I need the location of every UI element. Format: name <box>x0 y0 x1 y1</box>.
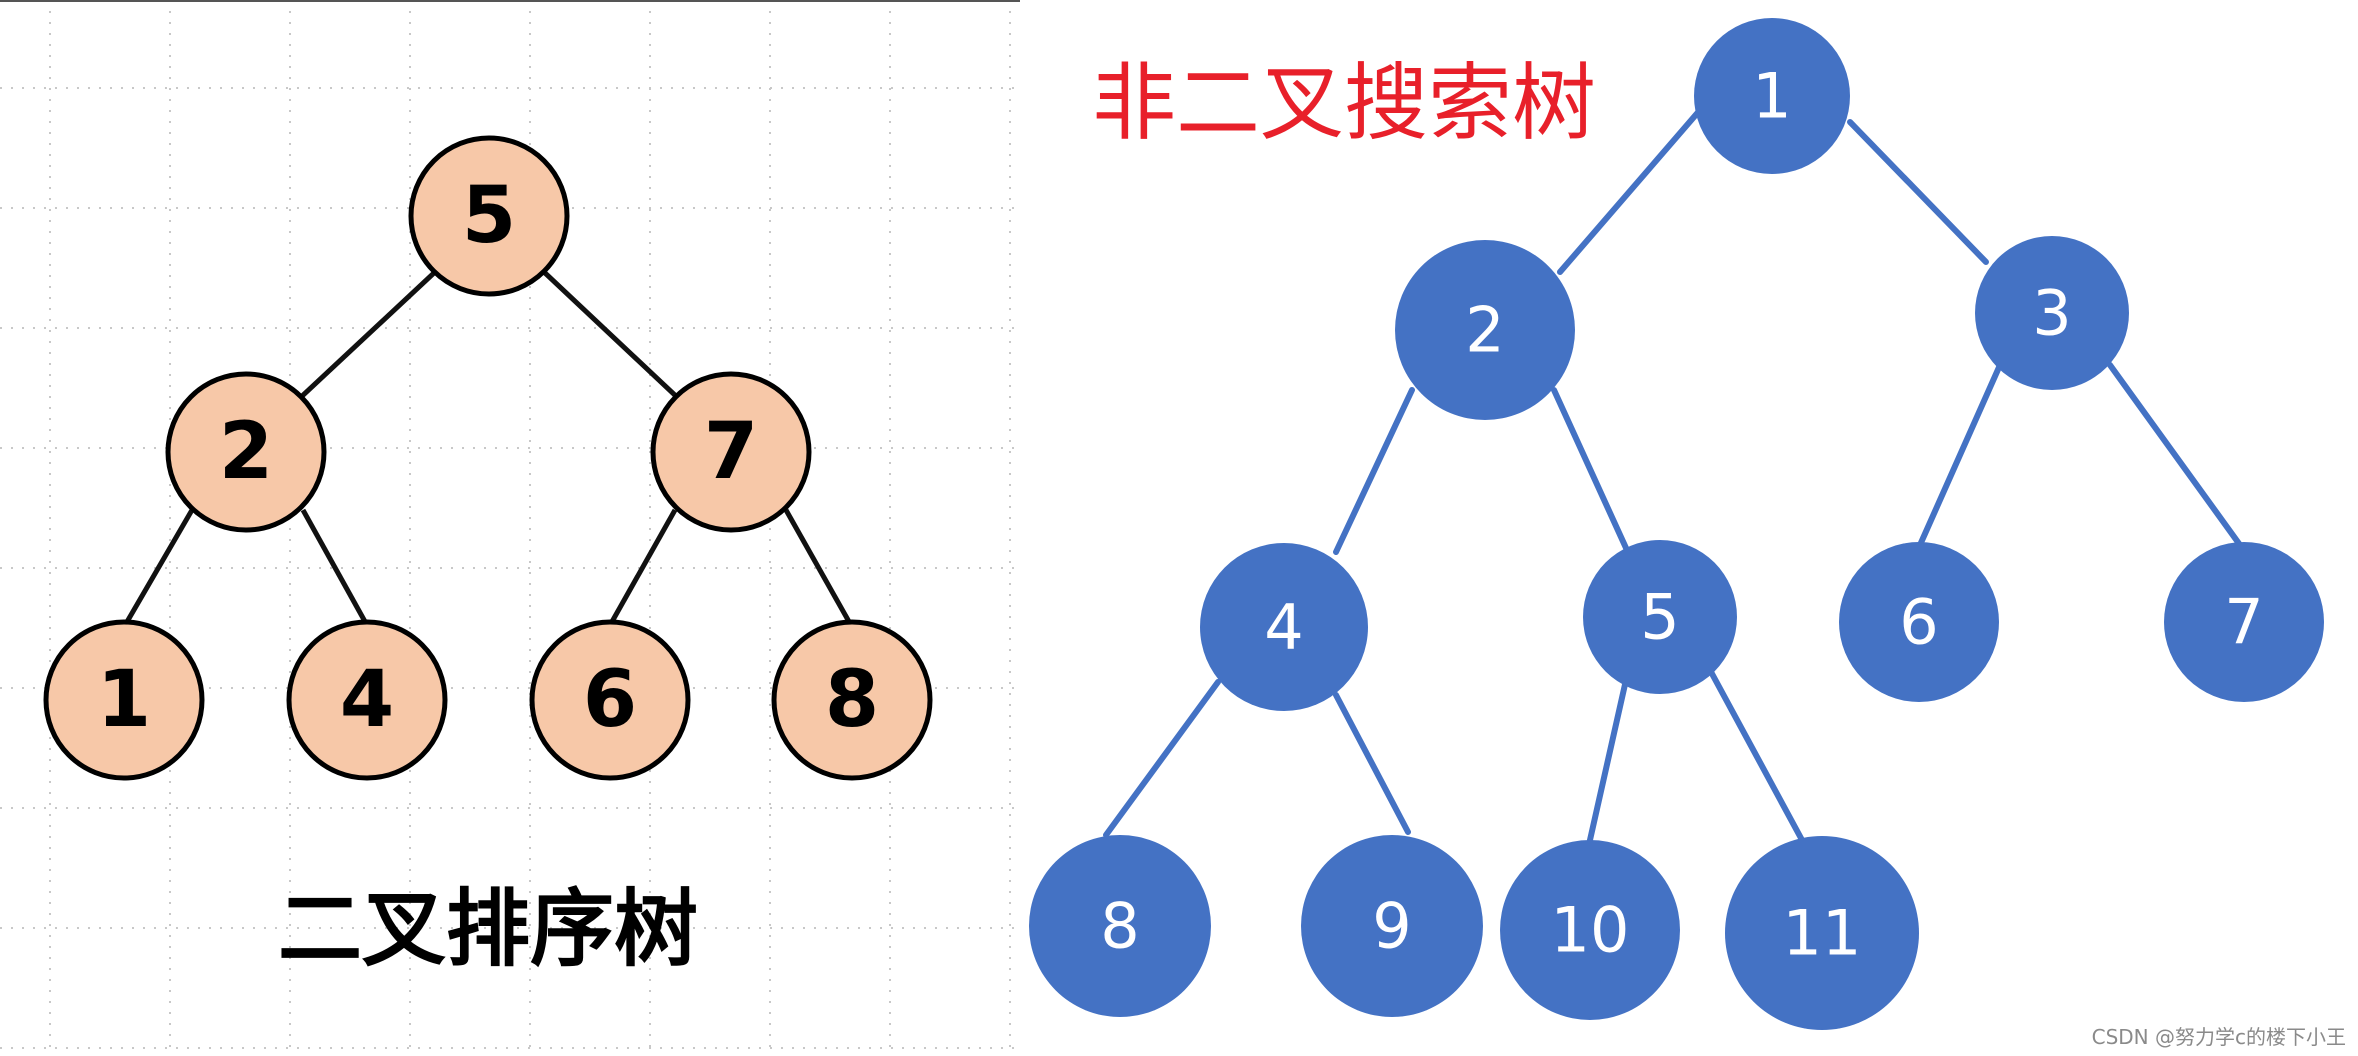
tree-node-11-label: 11 <box>1783 897 1862 970</box>
bst-node-4-label: 4 <box>340 655 394 745</box>
tree-node-3: 3 <box>1975 236 2129 390</box>
tree-node-10-label: 10 <box>1551 894 1630 967</box>
tree-edge-5-10 <box>1587 677 1629 843</box>
tree-node-2-label: 2 <box>1465 294 1504 367</box>
tree-node-4: 4 <box>1200 543 1368 711</box>
tree-node-6-label: 6 <box>1899 586 1938 659</box>
bst-node-5-label: 5 <box>462 171 516 261</box>
tree-edge-2-4 <box>1333 387 1415 555</box>
tree-node-6: 6 <box>1839 542 1999 702</box>
bst-node-5: 5 <box>408 135 570 297</box>
right-caption: 非二叉搜索树 <box>1092 54 1596 152</box>
bst-edge-7-6 <box>606 508 678 629</box>
tree-node-5-label: 5 <box>1640 581 1679 654</box>
tree-node-4-label: 4 <box>1264 591 1303 664</box>
tree-node-9-label: 9 <box>1372 890 1411 963</box>
bst-node-6: 6 <box>529 619 691 781</box>
tree-node-10: 10 <box>1500 840 1680 1020</box>
tree-node-2: 2 <box>1395 240 1575 420</box>
bst-node-1-label: 1 <box>97 655 151 745</box>
tree-edge-1-2 <box>1557 107 1703 275</box>
bst-tree: 5 2 7 1 4 6 8 <box>43 135 933 781</box>
bst-node-4: 4 <box>286 619 448 781</box>
tree-edge-4-9 <box>1333 692 1411 835</box>
bst-node-8-label: 8 <box>825 655 879 745</box>
bst-edge-2-1 <box>121 508 195 629</box>
tree-edge-3-6 <box>1917 362 2003 548</box>
bst-edge-7-8 <box>783 508 855 629</box>
tree-node-7-label: 7 <box>2224 586 2263 659</box>
bst-node-7: 7 <box>650 371 812 533</box>
tree-edge-1-3 <box>1847 119 1989 265</box>
bst-edge-2-4 <box>300 508 371 629</box>
tree-edge-3-7 <box>2107 362 2243 548</box>
tree-node-7: 7 <box>2164 542 2324 702</box>
tree-node-11: 11 <box>1725 836 1919 1030</box>
bst-edge-5-7 <box>542 270 680 400</box>
bst-node-7-label: 7 <box>704 407 758 497</box>
tree-edge-4-8 <box>1103 679 1221 838</box>
tree-node-8: 8 <box>1029 835 1211 1017</box>
bst-edge-5-2 <box>298 270 437 400</box>
bst-edges <box>121 270 855 629</box>
left-caption: 二叉排序树 <box>278 880 698 978</box>
tree-edge-5-11 <box>1707 667 1805 843</box>
bst-node-6-label: 6 <box>583 655 637 745</box>
bst-node-2: 2 <box>165 371 327 533</box>
tree-node-1-label: 1 <box>1752 60 1791 133</box>
tree-node-5: 5 <box>1583 540 1737 694</box>
bst-node-2-label: 2 <box>219 407 273 497</box>
left-grid-background <box>0 0 1018 1056</box>
tree-node-9: 9 <box>1301 835 1483 1017</box>
bst-node-8: 8 <box>771 619 933 781</box>
watermark: CSDN @努力学c的楼下小王 <box>2092 1025 2346 1049</box>
tree-node-3-label: 3 <box>2032 277 2071 350</box>
tree-edges <box>1103 107 2243 843</box>
tree-node-1: 1 <box>1694 18 1850 174</box>
bst-node-1: 1 <box>43 619 205 781</box>
tree-edge-2-5 <box>1551 387 1629 551</box>
tree-node-8-label: 8 <box>1100 890 1139 963</box>
